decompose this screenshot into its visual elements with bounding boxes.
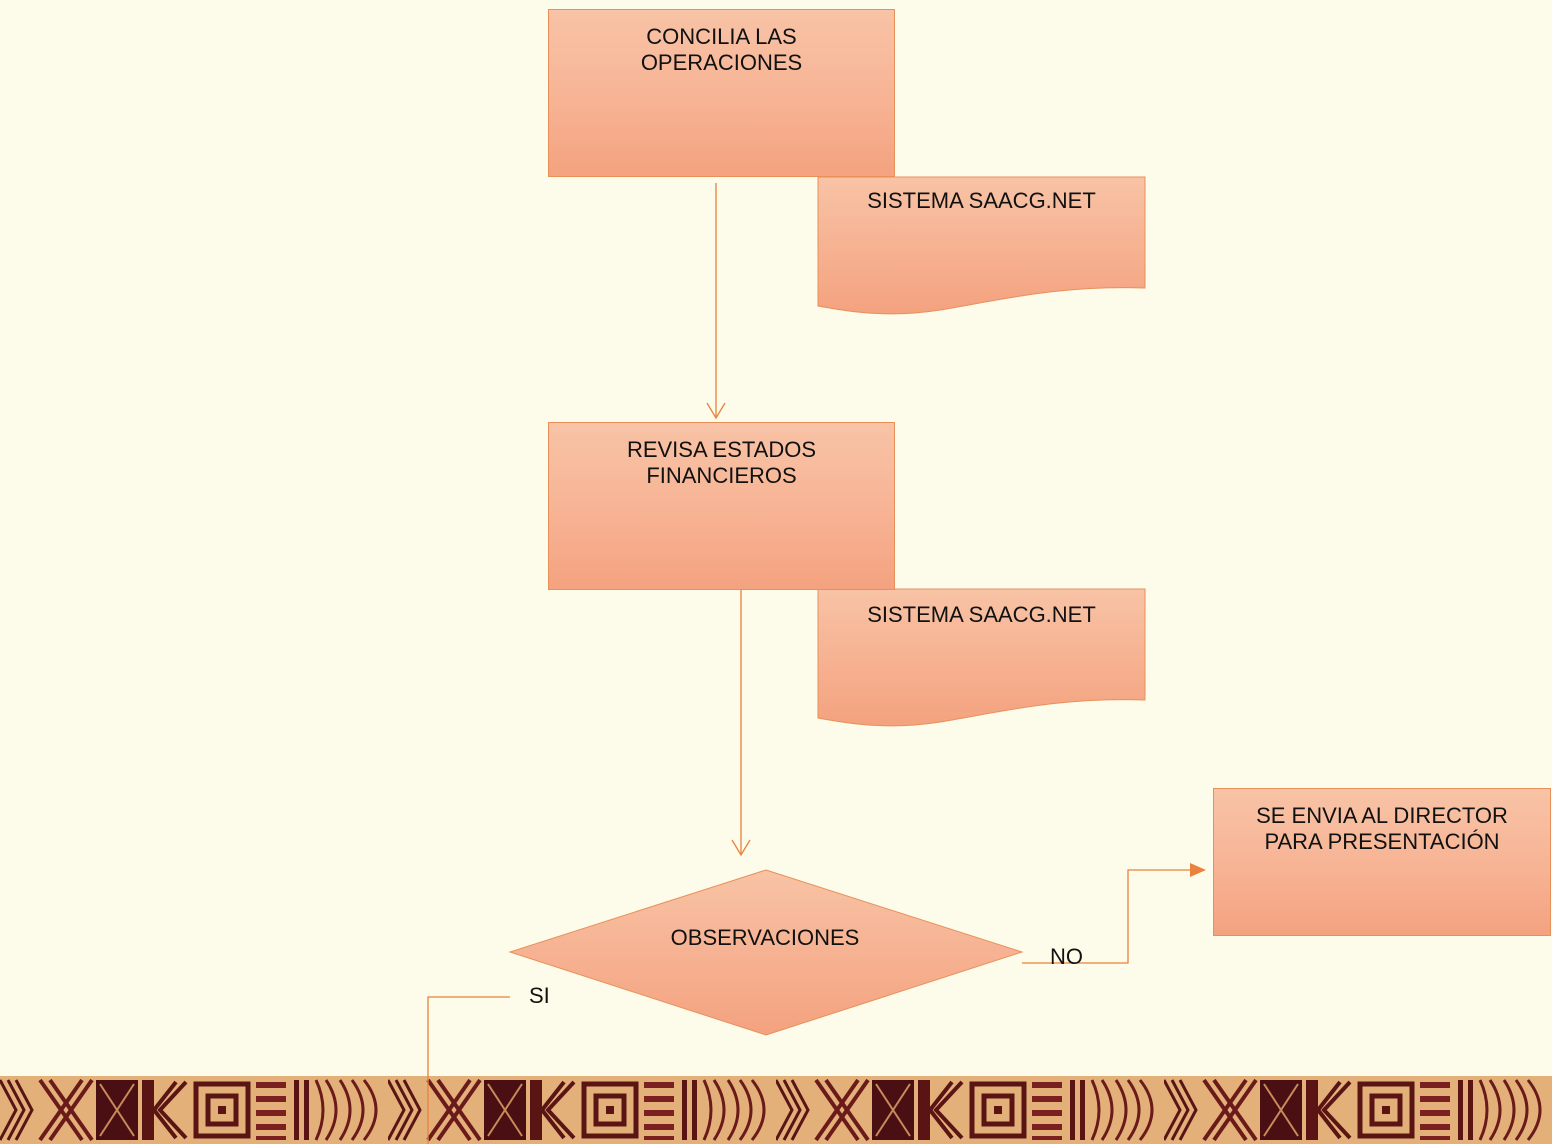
process-envia-label: SE ENVIA AL DIRECTOR PARA PRESENTACIÓN [1256, 803, 1508, 854]
process-concilia: CONCILIA LAS OPERACIONES [548, 9, 895, 177]
edge-label-no: NO [1050, 944, 1083, 969]
connector-no [1022, 869, 1192, 964]
process-concilia-label: CONCILIA LAS OPERACIONES [640, 24, 803, 75]
document-label-2: SISTEMA SAACG.NET [867, 602, 1096, 627]
arrowhead-envia [1190, 863, 1206, 877]
decision-diamond [508, 869, 1024, 1036]
document-shape-1 [817, 176, 1146, 315]
decision-label: OBSERVACIONES [670, 925, 860, 950]
arrowhead-observaciones [731, 839, 751, 857]
edge-label-si: SI [529, 983, 550, 1008]
process-revisa-label: REVISA ESTADOS FINANCIEROS [626, 437, 817, 488]
document-shape-2 [817, 588, 1146, 727]
decorative-pattern-band [0, 1076, 1552, 1144]
process-envia: SE ENVIA AL DIRECTOR PARA PRESENTACIÓN [1213, 788, 1551, 936]
process-revisa: REVISA ESTADOS FINANCIEROS [548, 422, 895, 590]
arrowhead-revisa [706, 402, 726, 420]
document-label-1: SISTEMA SAACG.NET [867, 188, 1096, 213]
